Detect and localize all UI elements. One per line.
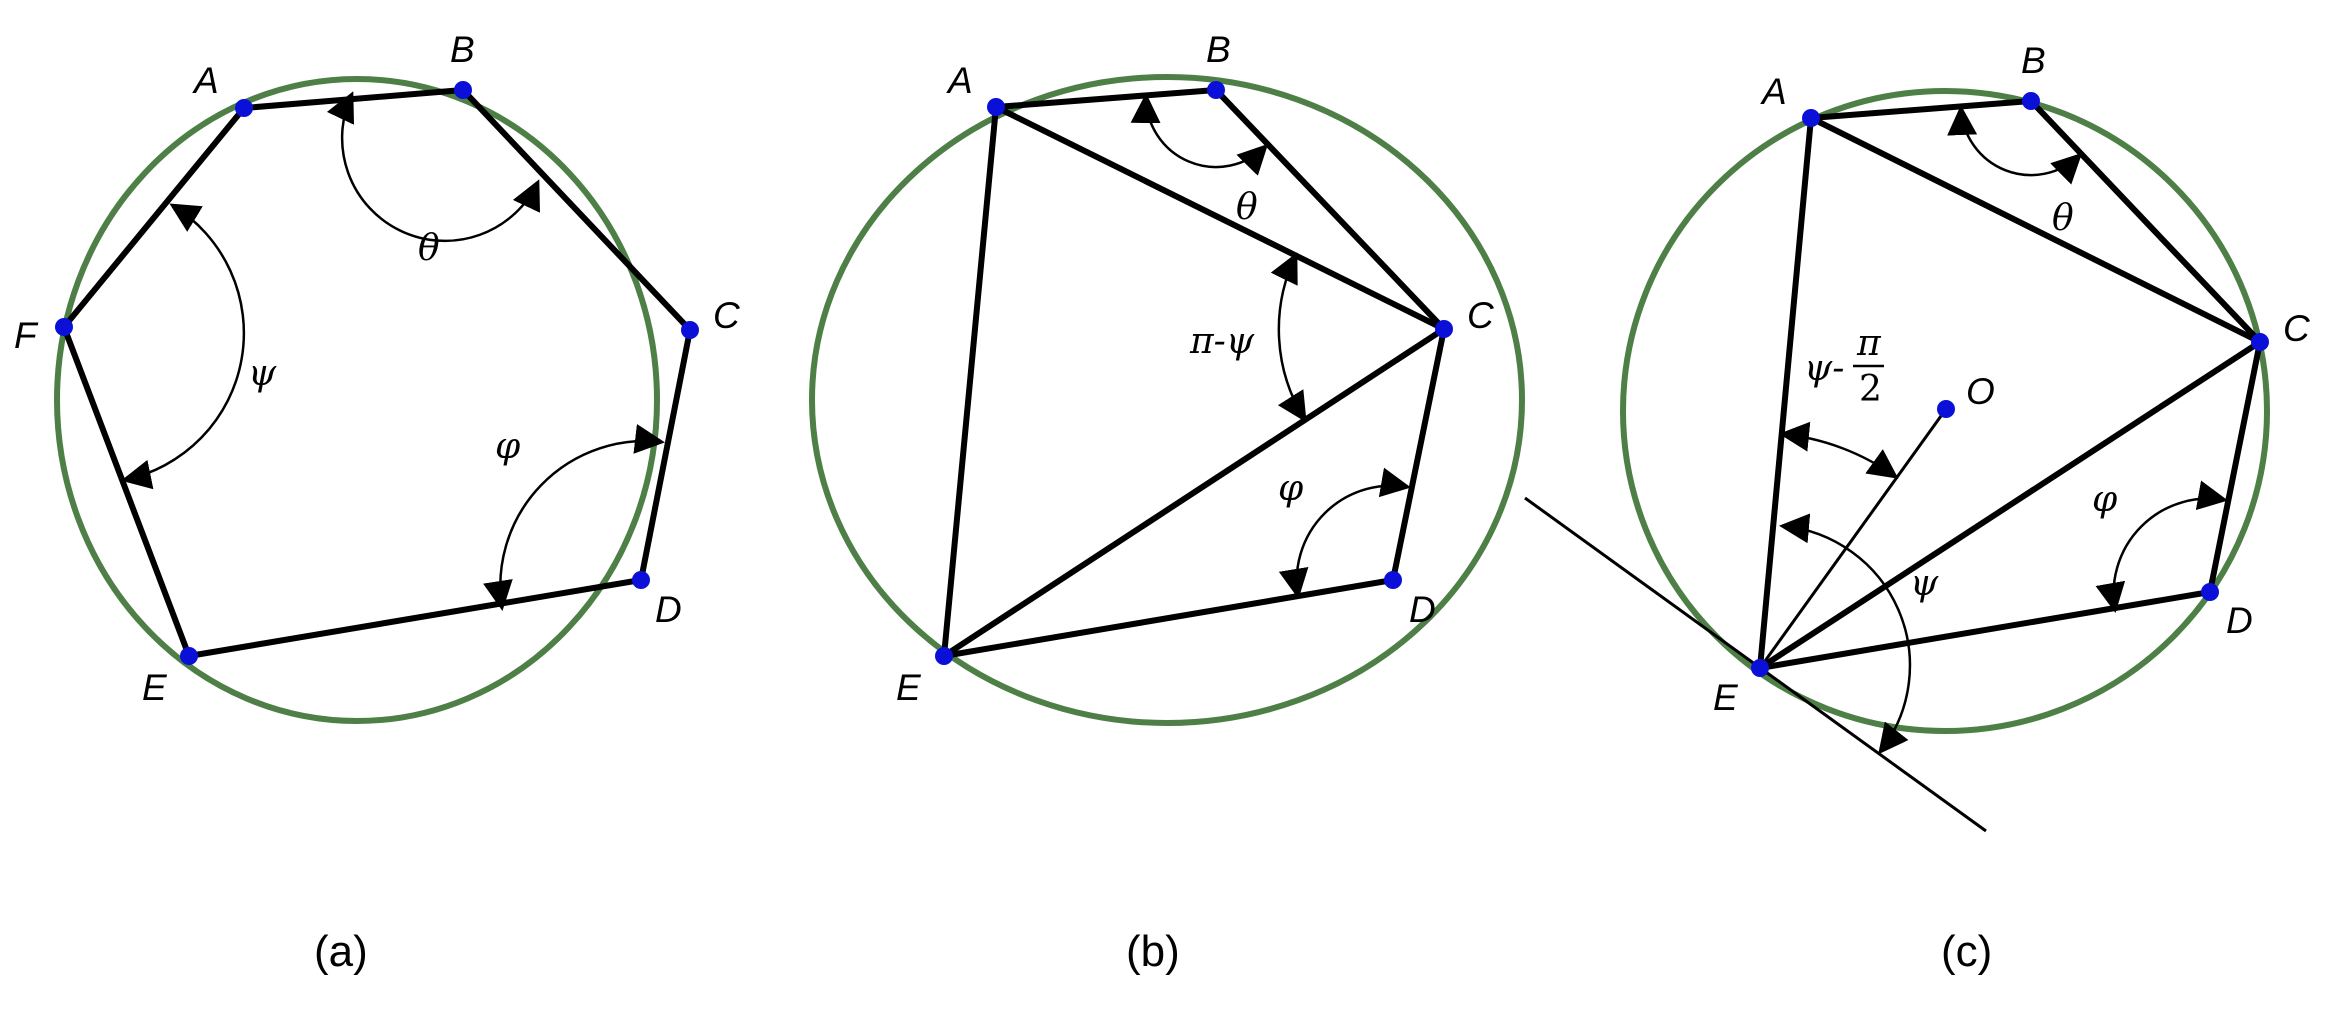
vertex-a-a bbox=[235, 99, 253, 117]
vertex-c-b bbox=[1435, 320, 1453, 338]
angle-label-theta-a: θ bbox=[418, 228, 440, 269]
vertex-e-c bbox=[1751, 659, 1769, 677]
angle-arc-pi-minus-psi-b bbox=[1270, 252, 1307, 423]
angle-arc-phi-c bbox=[2095, 480, 2228, 613]
label-a-c: A bbox=[1760, 71, 1787, 112]
circumcircle-a bbox=[54, 76, 660, 724]
angle-arc-psi-c bbox=[1779, 513, 1912, 755]
label-o-c: O bbox=[1966, 371, 1995, 412]
label-c-c: C bbox=[2283, 308, 2310, 349]
fraction-denominator-two: 2 bbox=[1859, 369, 1882, 410]
vertex-e-a bbox=[180, 647, 198, 665]
label-c-b: C bbox=[1467, 295, 1494, 336]
label-e-a: E bbox=[142, 667, 168, 708]
angle-label-psi-a: ψ bbox=[248, 353, 277, 394]
panel-a: A B C D E F θ ψ φ (a) bbox=[14, 29, 740, 976]
label-b-a: B bbox=[450, 29, 475, 70]
label-a-b: A bbox=[946, 60, 973, 101]
angle-label-phi-a: φ bbox=[495, 426, 521, 467]
vertex-d-c bbox=[2201, 583, 2219, 601]
caption-c: (c) bbox=[1941, 927, 1992, 976]
angle-label-theta-c: θ bbox=[2052, 198, 2074, 239]
label-b-b: B bbox=[1206, 29, 1231, 70]
label-d-c: D bbox=[2226, 600, 2253, 641]
angle-label-psi-c: ψ bbox=[1910, 563, 1939, 604]
label-e-b: E bbox=[896, 667, 922, 708]
angle-label-psi-minus-half-pi-c: ψ- π 2 bbox=[1804, 323, 1884, 410]
angle-label-theta-b: θ bbox=[1236, 187, 1258, 228]
vertex-d-b bbox=[1384, 571, 1402, 589]
angle-arc-phi-a bbox=[483, 424, 665, 611]
hexagon-abcdef bbox=[60, 86, 694, 660]
vertex-c-c bbox=[2251, 333, 2269, 351]
label-c-a: C bbox=[713, 295, 740, 336]
angle-arc-phi-b bbox=[1278, 467, 1411, 599]
angle-arc-theta-b bbox=[1130, 93, 1269, 176]
label-d-b: D bbox=[1409, 589, 1436, 630]
vertex-c-a bbox=[681, 321, 699, 339]
fraction-numerator-pi: π bbox=[1856, 323, 1882, 364]
pentagon-abcde bbox=[940, 86, 1448, 660]
vertex-b-c bbox=[2022, 92, 2040, 110]
vertex-a-c bbox=[1802, 109, 1820, 127]
vertex-d-a bbox=[632, 571, 650, 589]
angle-arc-psi-a bbox=[121, 203, 246, 490]
diagonal-ec-b bbox=[941, 326, 1447, 659]
panel-c: A B C D E O θ ψ φ ψ- π 2 (c) bbox=[1524, 40, 2310, 976]
radius-eo-c bbox=[1758, 408, 1948, 669]
angle-arc-theta-c bbox=[1947, 105, 2083, 185]
psi-minus-prefix: ψ- bbox=[1804, 348, 1844, 389]
vertex-b-a bbox=[454, 81, 472, 99]
angle-arc-theta-a bbox=[326, 91, 540, 243]
diagonal-ac-b bbox=[993, 104, 1447, 332]
angle-label-pi-minus-psi-b: π-ψ bbox=[1189, 321, 1255, 362]
caption-b: (b) bbox=[1126, 927, 1180, 976]
pentagon-abcde-c bbox=[1756, 97, 2264, 672]
vertex-b-b bbox=[1207, 81, 1225, 99]
circumcircle-c bbox=[1620, 88, 2270, 734]
center-o-c bbox=[1937, 400, 1955, 418]
vertex-a-b bbox=[987, 98, 1005, 116]
label-a-a: A bbox=[192, 60, 219, 101]
diagonal-ec-c bbox=[1757, 339, 2263, 671]
vertex-f-a bbox=[55, 318, 73, 336]
label-f-a: F bbox=[14, 315, 39, 356]
caption-a: (a) bbox=[314, 927, 368, 976]
angle-arc-psi-minus-half-pi-c bbox=[1779, 421, 1899, 479]
panel-b: A B C D E θ π-ψ φ (b) bbox=[809, 29, 1525, 976]
vertex-e-b bbox=[935, 647, 953, 665]
angle-label-phi-c: φ bbox=[2092, 479, 2118, 520]
diagonal-ac-c bbox=[1808, 115, 2263, 345]
angle-label-phi-b: φ bbox=[1278, 468, 1304, 509]
label-e-c: E bbox=[1713, 677, 1739, 718]
label-b-c: B bbox=[2021, 40, 2046, 81]
circumcircle-b bbox=[809, 74, 1525, 726]
label-d-a: D bbox=[655, 589, 682, 630]
